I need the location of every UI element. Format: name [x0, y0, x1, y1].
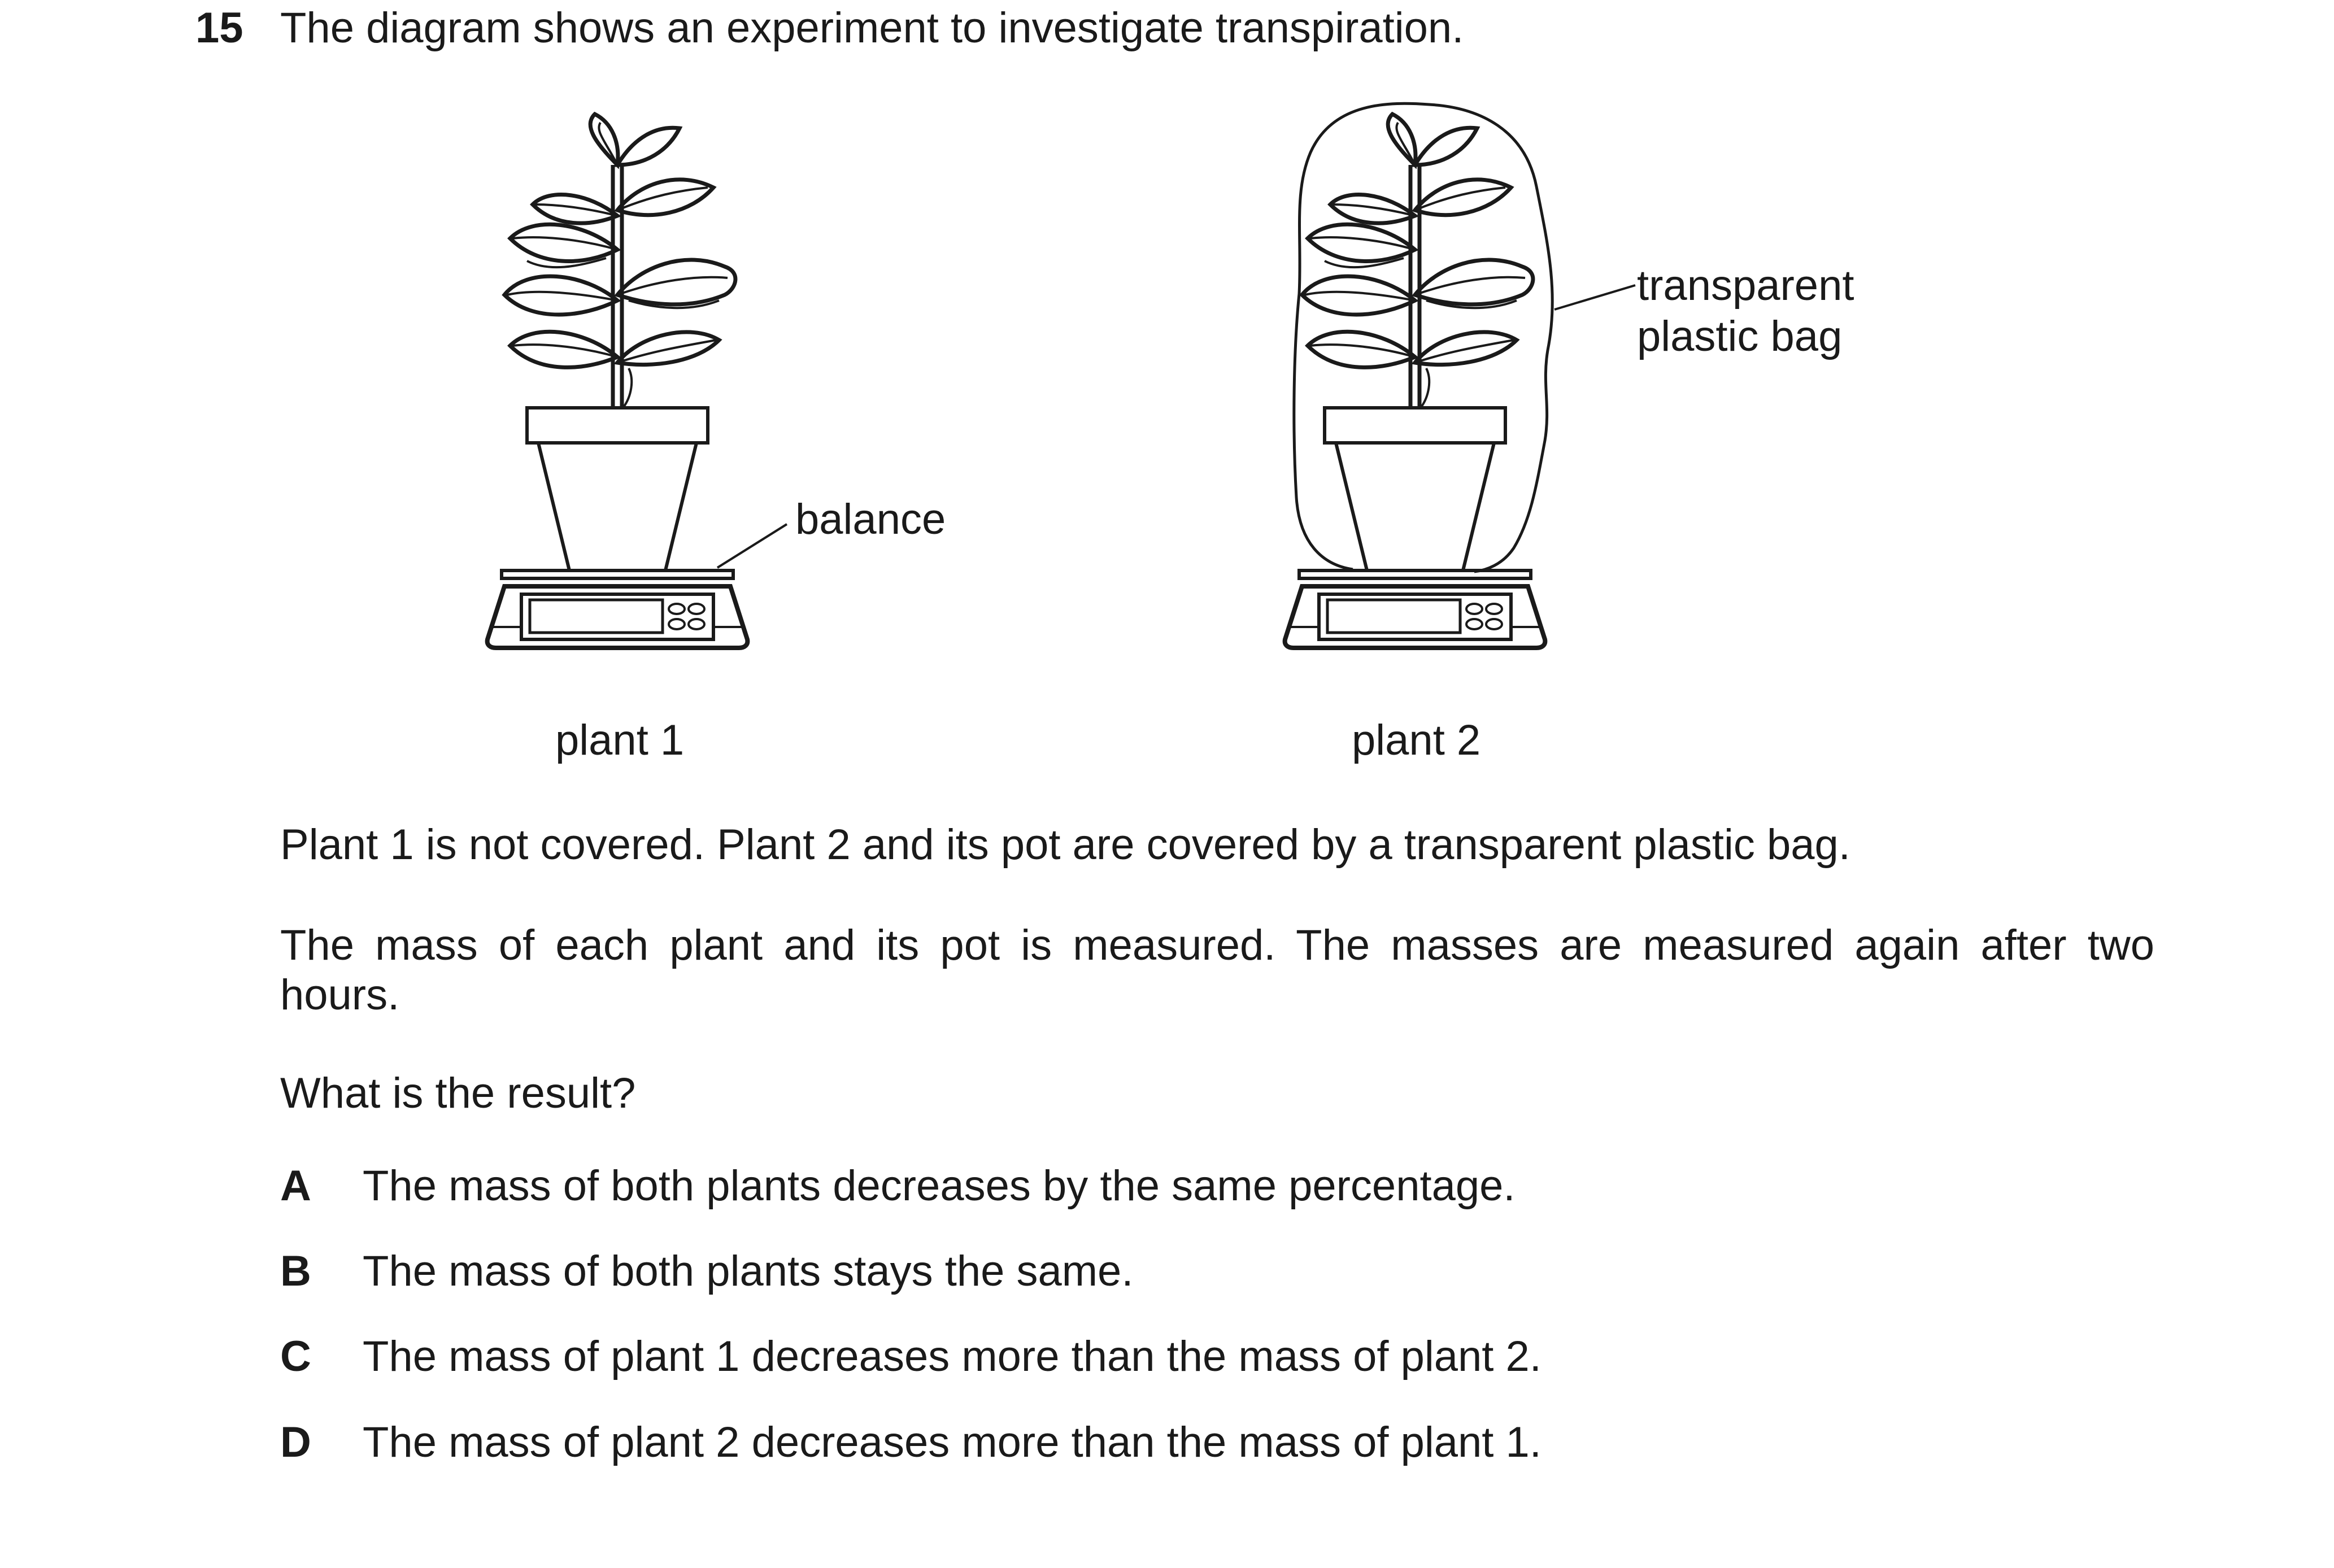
paragraph-2-line1: The mass of each plant and its pot is me… [280, 921, 2154, 969]
plant-1-drawing [504, 114, 735, 408]
plant-2-drawing [1302, 114, 1533, 408]
option-a-letter[interactable]: A [280, 1162, 311, 1210]
paragraph-1: Plant 1 is not covered. Plant 2 and its … [280, 821, 1850, 869]
bag-label-line2: plastic bag [1637, 312, 1843, 360]
paragraph-2-line2: hours. [280, 971, 400, 1019]
plastic-bag-outline [1292, 102, 1554, 573]
option-b-text[interactable]: The mass of both plants stays the same. [363, 1247, 1134, 1295]
option-d-letter[interactable]: D [280, 1418, 311, 1466]
question-stem: The diagram shows an experiment to inves… [280, 4, 1464, 52]
question-prompt: What is the result? [280, 1069, 636, 1117]
option-c-letter[interactable]: C [280, 1332, 311, 1380]
option-d-text[interactable]: The mass of plant 2 decreases more than … [363, 1418, 1542, 1466]
option-c-text[interactable]: The mass of plant 1 decreases more than … [363, 1332, 1542, 1380]
transpiration-diagram [0, 102, 1636, 791]
balance-leader-line [716, 523, 788, 569]
option-a-text[interactable]: The mass of both plants decreases by the… [363, 1162, 1516, 1210]
bag-leader-line [1554, 284, 1636, 311]
balance-label: balance [795, 495, 946, 543]
plant-2-label: plant 2 [1352, 716, 1481, 764]
plant-1-label: plant 1 [555, 716, 685, 764]
balance-1-drawing [487, 408, 748, 648]
balance-2-drawing [1285, 408, 1545, 648]
bag-label-line1: transparent [1637, 262, 1854, 310]
question-number: 15 [195, 4, 243, 52]
option-b-letter[interactable]: B [280, 1247, 311, 1295]
